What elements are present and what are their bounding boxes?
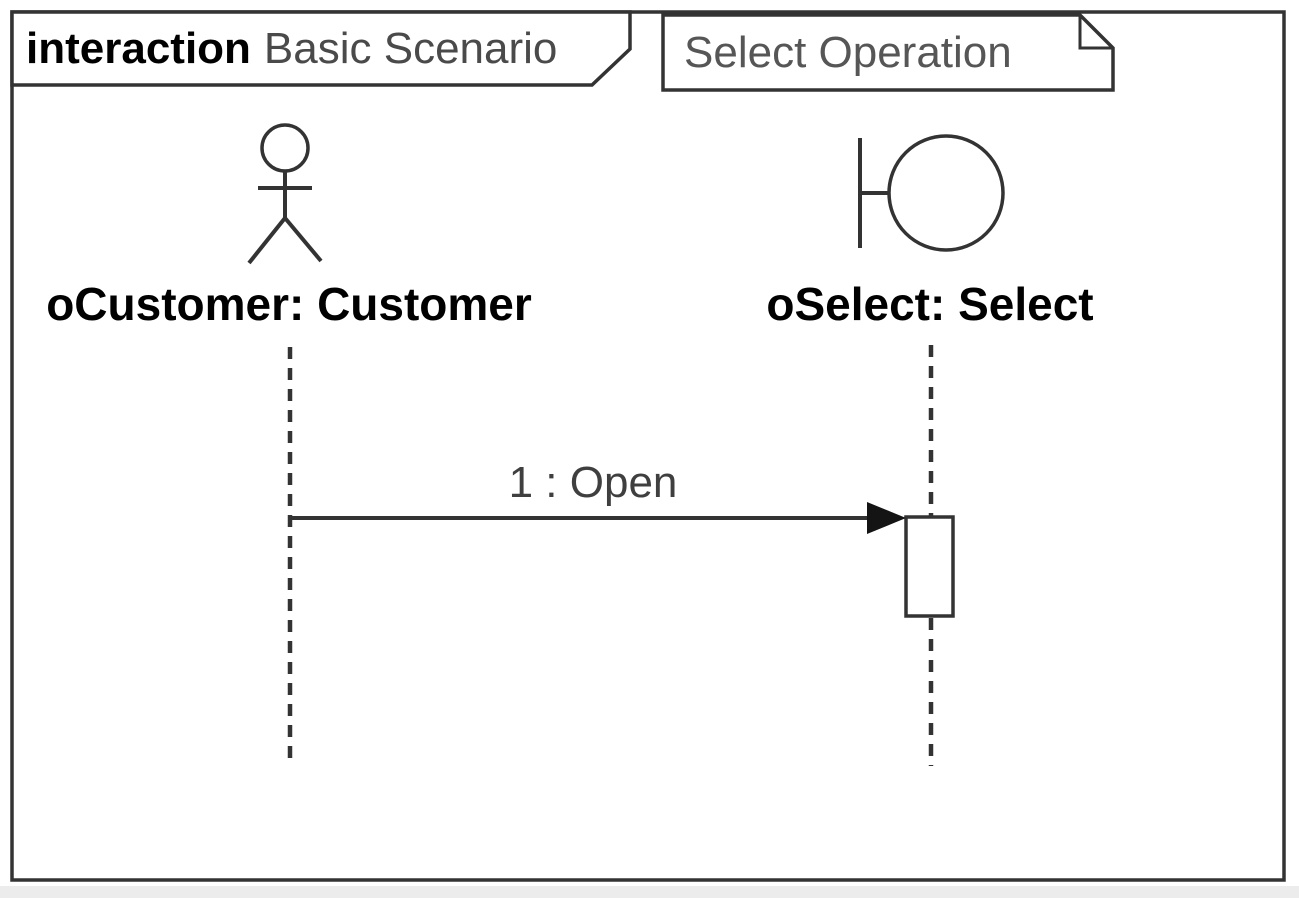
message-label: 1 : Open <box>508 458 678 507</box>
note-shape <box>661 13 1115 92</box>
lifeline-label-customer: oCustomer: Customer <box>46 278 532 330</box>
actor-icon <box>247 123 323 265</box>
canvas-edge-shadow <box>0 886 1299 898</box>
lifeline-label-select: oSelect: Select <box>766 278 1094 330</box>
note-text: Select Operation <box>684 27 1012 77</box>
boundary-icon <box>858 134 1005 252</box>
frame-name: Basic Scenario <box>263 24 558 73</box>
interaction-frame-border <box>10 10 1286 882</box>
activation-bar <box>904 515 955 618</box>
frame-keyword: interaction <box>26 24 251 73</box>
frame-title-pentagon <box>10 10 632 87</box>
message-arrowhead-icon <box>867 502 906 534</box>
note-fold-corner-icon <box>1078 15 1113 50</box>
frame-title: interaction Basic Scenario <box>26 13 557 85</box>
